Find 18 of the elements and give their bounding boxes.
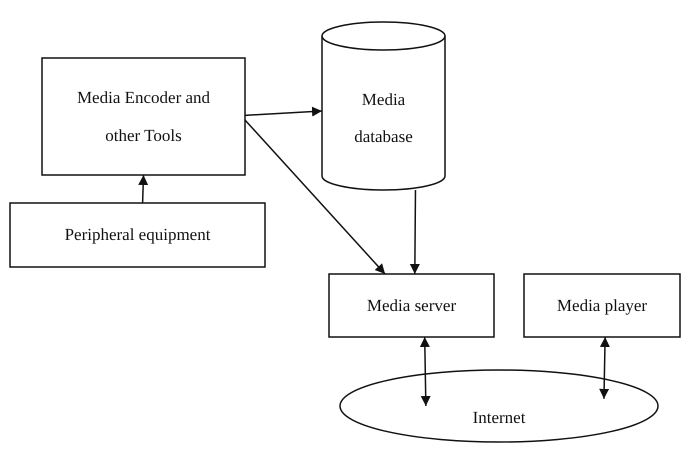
node-label: Media database: [353, 88, 414, 148]
database-cylinder: [321, 21, 446, 191]
arrow: [599, 336, 610, 399]
process-box: [523, 273, 681, 338]
arrow: [138, 174, 148, 204]
process-box: [328, 273, 495, 338]
node-label: Media Encoder and other Tools: [76, 87, 212, 146]
arrow: [420, 336, 431, 406]
arrow: [244, 106, 322, 117]
node-label: Peripheral equipment: [64, 224, 210, 246]
process-box: [9, 202, 266, 268]
node-label: Internet: [472, 407, 526, 430]
process-box: [41, 57, 246, 176]
arrow: [410, 190, 420, 274]
network-ellipse: [339, 369, 659, 443]
node-label: Media player: [556, 294, 648, 317]
arrow: [244, 120, 386, 274]
node-label: Media server: [366, 294, 456, 317]
